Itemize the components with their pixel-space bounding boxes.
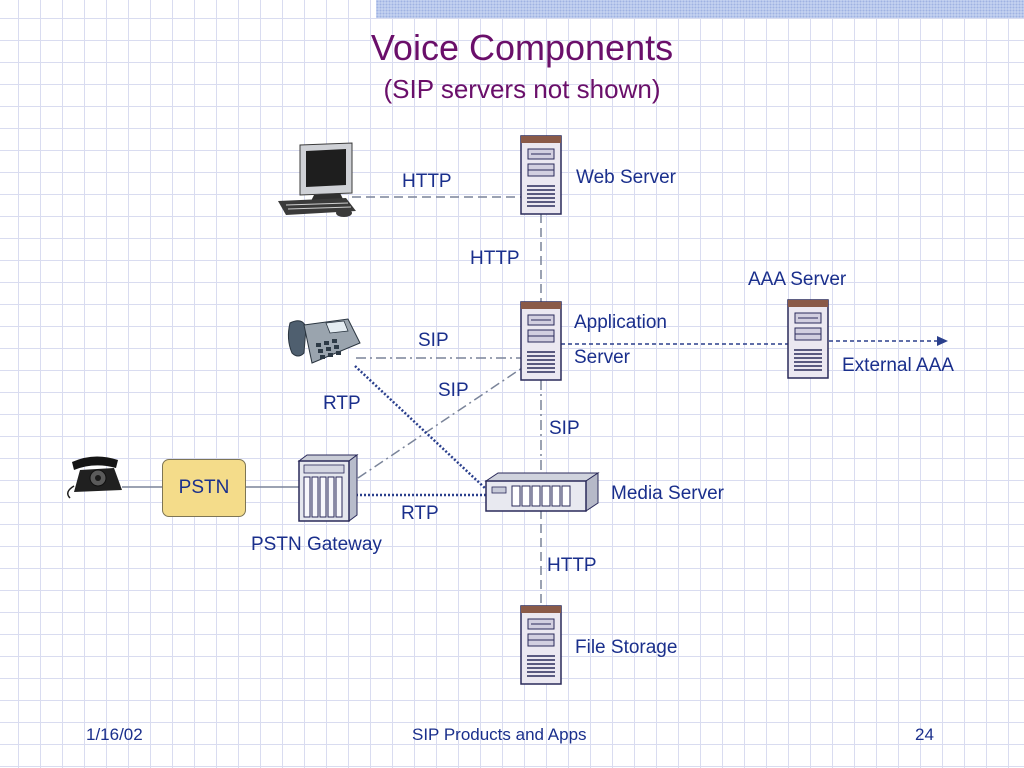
external-aaa-label: External AAA	[842, 355, 954, 376]
application-server-label-line1: Application	[574, 312, 667, 333]
application-server-label-line2: Server	[574, 347, 630, 368]
pstn-label: PSTN	[178, 477, 230, 498]
phone-to-media-protocol-label: RTP	[323, 393, 361, 414]
aaa-server-label: AAA Server	[748, 269, 847, 290]
web-to-app-protocol-label: HTTP	[470, 248, 520, 269]
media-server-label: Media Server	[611, 483, 724, 504]
gateway-to-app-protocol-label: SIP	[438, 380, 469, 401]
file-storage-label: File Storage	[575, 637, 678, 658]
gateway-to-app-link	[357, 367, 523, 479]
slide-subtitle: (SIP servers not shown)	[383, 74, 661, 104]
app-to-media-protocol-label: SIP	[549, 418, 580, 439]
pc-to-web-protocol-label: HTTP	[402, 171, 452, 192]
footer-page-number: 24	[915, 725, 934, 744]
file-storage-server-icon	[520, 605, 562, 685]
rack-media-server-icon	[484, 472, 600, 512]
desktop-computer-icon	[278, 142, 356, 217]
gateway-to-media-protocol-label: RTP	[401, 503, 439, 524]
web-server-icon	[520, 135, 562, 215]
decorative-top-band	[376, 0, 1024, 18]
pstn-gateway-label: PSTN Gateway	[251, 534, 382, 555]
application-server-icon	[520, 301, 562, 381]
external-aaa-arrowhead	[937, 336, 948, 346]
footer-date: 1/16/02	[86, 725, 143, 744]
footer-title: SIP Products and Apps	[412, 725, 587, 744]
slide-title: Voice Components	[370, 27, 674, 68]
gateway-chassis-icon	[297, 454, 359, 522]
rotary-phone-icon	[67, 456, 122, 499]
web-server-label: Web Server	[576, 167, 676, 188]
ip-phone-icon	[287, 318, 361, 364]
phone-to-app-protocol-label: SIP	[418, 330, 449, 351]
pstn-node: PSTN	[162, 459, 246, 517]
media-to-storage-protocol-label: HTTP	[547, 555, 597, 576]
aaa-server-icon	[787, 299, 829, 379]
